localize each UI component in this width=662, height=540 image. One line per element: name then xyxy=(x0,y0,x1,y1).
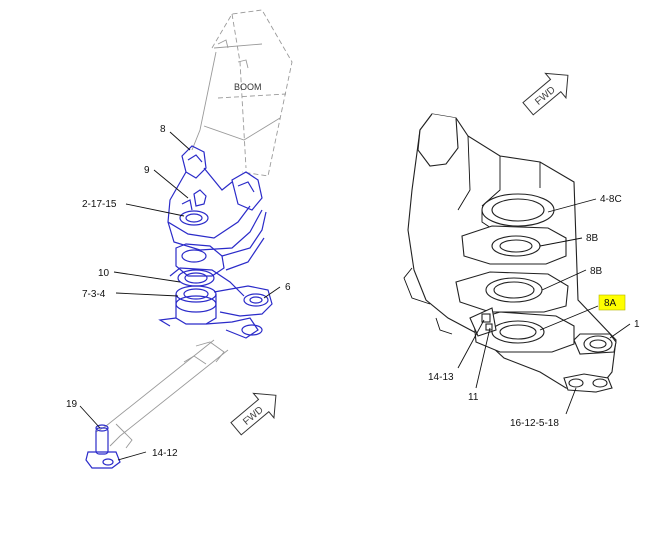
lower-ring-stack xyxy=(158,285,217,327)
callout-19: 19 xyxy=(66,399,78,410)
right-leaders xyxy=(457,198,631,415)
bore-4-8c xyxy=(481,193,555,231)
callout-4-8c: 4-8C xyxy=(600,194,622,205)
callout-1: 1 xyxy=(634,319,640,330)
callout-8b-lower: 8B xyxy=(590,266,603,277)
callout-16-12-5-18: 16-12-5-18 xyxy=(510,418,559,429)
bore-8b-upper xyxy=(461,225,567,265)
upper-linkage-bracket xyxy=(167,145,263,251)
lower-eye xyxy=(563,373,613,393)
callout-14-12: 14-12 xyxy=(152,448,178,459)
callout-10: 10 xyxy=(98,268,110,279)
callout-11: 11 xyxy=(468,392,479,403)
left-leaders xyxy=(79,131,281,461)
boom-label: BOOM xyxy=(234,82,262,92)
callout-8b-upper: 8B xyxy=(586,233,599,244)
middle-housing xyxy=(169,211,267,297)
boom-outline xyxy=(191,9,293,177)
callout-9: 9 xyxy=(144,165,150,176)
right-assembly-view: FWD 4-8C 8B 8B 8A 1 14-13 11 16-12-5-18 xyxy=(403,72,640,429)
callout-7-3-4: 7-3-4 xyxy=(82,289,106,300)
bore-8a xyxy=(473,311,575,353)
lift-cylinder-outline xyxy=(95,339,229,449)
cylinder-pin xyxy=(85,424,121,469)
callout-8a-highlight: 8A xyxy=(598,294,626,311)
callout-2-17-15: 2-17-15 xyxy=(82,199,117,210)
callout-14-13: 14-13 xyxy=(428,372,454,383)
fwd-arrow-right: FWD xyxy=(522,72,569,116)
pin-1 xyxy=(573,333,617,355)
lower-arm xyxy=(205,285,273,339)
callout-8: 8 xyxy=(160,124,166,135)
callout-6: 6 xyxy=(285,282,291,293)
callout-8a: 8A xyxy=(604,298,617,309)
bore-8b-lower xyxy=(455,271,569,313)
left-exploded-view: BOOM xyxy=(66,9,293,469)
fwd-arrow-left: FWD xyxy=(230,392,277,436)
